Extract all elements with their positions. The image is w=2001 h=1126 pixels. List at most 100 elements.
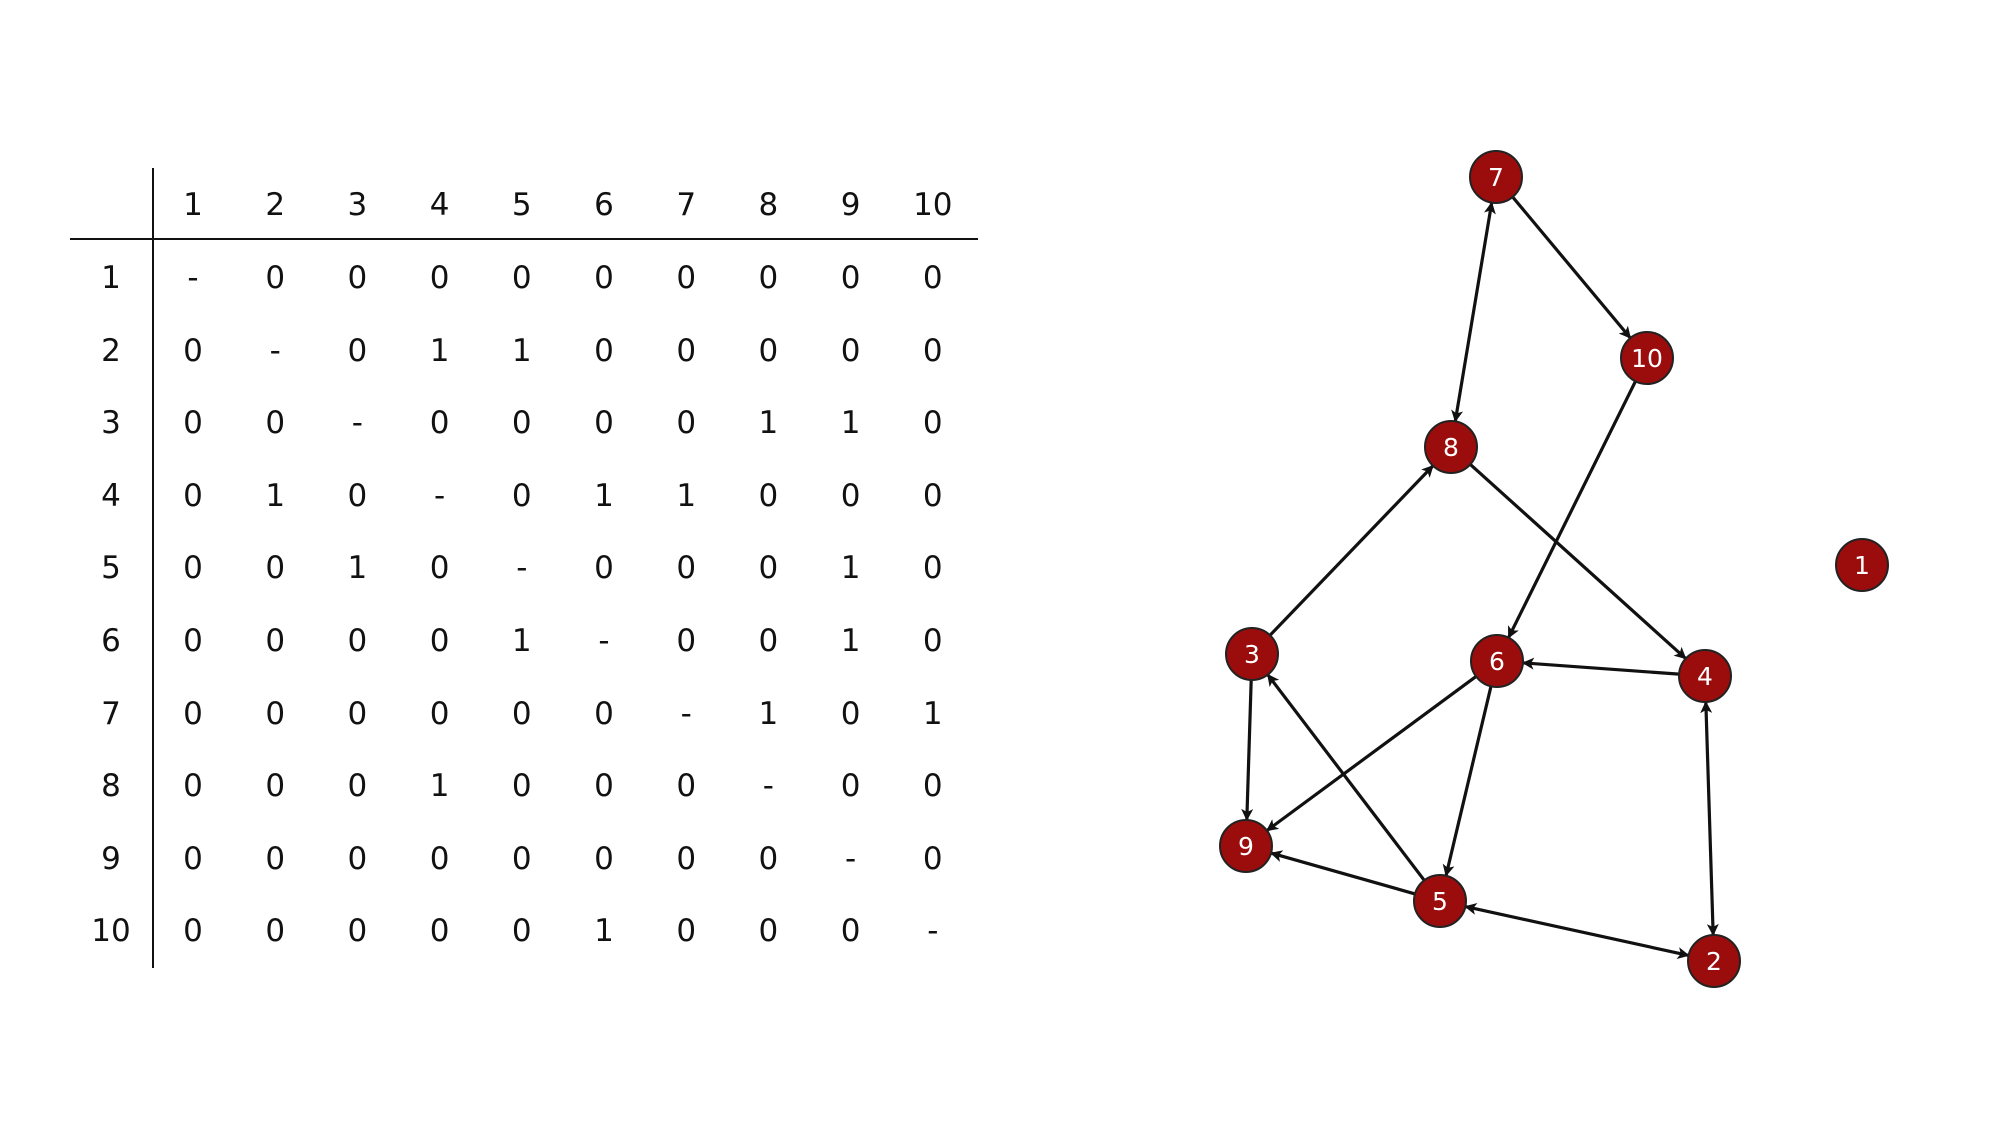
matrix-cell: 0 — [347, 623, 368, 659]
matrix-cell: 1 — [840, 405, 861, 442]
row-label: 7 — [101, 695, 121, 732]
node-label: 6 — [1489, 647, 1505, 676]
column-header: 5 — [511, 187, 532, 223]
matrix-cell: 0 — [511, 695, 532, 732]
matrix-cell: 0 — [347, 332, 368, 369]
row-label: 8 — [101, 768, 121, 805]
matrix-cell: 0 — [758, 477, 779, 514]
matrix-cell: 0 — [511, 405, 532, 442]
matrix-cell: 0 — [429, 405, 450, 442]
matrix-cell: 0 — [758, 550, 779, 587]
edge-6-5 — [1442, 685, 1493, 877]
matrix-cell: 0 — [840, 913, 861, 950]
node-9: 9 — [1219, 819, 1273, 873]
edge-8-4 — [1469, 463, 1687, 660]
matrix-cell: - — [845, 840, 857, 877]
edge-3-9 — [1241, 679, 1254, 822]
matrix-cell: 0 — [594, 695, 614, 732]
matrix-cell: 1 — [511, 332, 532, 369]
matrix-cell: 0 — [183, 913, 203, 950]
matrix-cell: 0 — [840, 332, 861, 369]
matrix-cell: 0 — [594, 260, 614, 296]
node-6: 6 — [1470, 634, 1524, 688]
matrix-cell: 0 — [758, 623, 779, 659]
node-7: 7 — [1469, 150, 1523, 204]
row-label-rule — [152, 168, 154, 968]
matrix-cell: 0 — [922, 405, 943, 442]
node-circle — [1470, 634, 1524, 688]
node-circle — [1219, 819, 1273, 873]
node-circle — [1413, 874, 1467, 928]
matrix-cell: 0 — [758, 260, 779, 296]
matrix-cell: 0 — [922, 477, 943, 514]
matrix-cell: 0 — [265, 623, 286, 659]
matrix-cell: 1 — [922, 695, 943, 732]
matrix-cell: 0 — [840, 768, 861, 805]
header-rule — [70, 238, 978, 240]
node-4: 4 — [1678, 649, 1732, 703]
matrix-cell: 0 — [183, 623, 203, 659]
matrix-cell: 0 — [922, 550, 943, 587]
matrix-cell: 0 — [676, 332, 697, 369]
matrix-cell: 1 — [511, 623, 532, 659]
matrix-cell: - — [598, 623, 610, 659]
matrix-cell: 0 — [511, 260, 532, 296]
matrix-cell: 0 — [676, 550, 697, 587]
node-label: 10 — [1631, 344, 1663, 373]
node-5: 5 — [1413, 874, 1467, 928]
matrix-cell: 0 — [429, 550, 450, 587]
node-label: 2 — [1706, 947, 1722, 976]
matrix-cell: 0 — [265, 405, 286, 442]
row-label: 6 — [101, 623, 121, 659]
matrix-cell: - — [516, 550, 528, 587]
node-label: 4 — [1697, 662, 1713, 691]
node-label: 1 — [1854, 551, 1870, 580]
node-label: 5 — [1432, 887, 1448, 916]
matrix-cell: 0 — [265, 695, 286, 732]
matrix-cell: 0 — [594, 405, 614, 442]
node-label: 7 — [1488, 163, 1504, 192]
matrix-cell: 0 — [594, 840, 614, 877]
graph-edges — [1241, 195, 1719, 959]
matrix-cell: 0 — [183, 332, 203, 369]
matrix-cell: 0 — [265, 913, 286, 950]
matrix-cell: 0 — [429, 260, 450, 296]
matrix-cell: 0 — [183, 550, 203, 587]
matrix-cell: 0 — [347, 477, 368, 514]
edge-5-2 — [1464, 903, 1690, 959]
matrix-cell: 0 — [183, 768, 203, 805]
row-label: 3 — [101, 405, 121, 442]
edge-7-8 — [1451, 201, 1496, 423]
matrix-cell: 1 — [594, 477, 614, 514]
node-circle — [1620, 331, 1674, 385]
matrix-cell: 1 — [840, 623, 861, 659]
matrix-cell: 0 — [265, 260, 286, 296]
node-1: 1 — [1835, 538, 1889, 592]
edge-3-8 — [1268, 464, 1435, 637]
matrix-cell: 0 — [183, 695, 203, 732]
matrix-cell: 0 — [347, 768, 368, 805]
matrix-cell: 0 — [676, 913, 697, 950]
matrix-cell: 0 — [758, 840, 779, 877]
matrix-cell: 0 — [922, 260, 943, 296]
edge-4-6 — [1521, 657, 1680, 676]
node-circle — [1678, 649, 1732, 703]
node-label: 8 — [1443, 433, 1459, 462]
matrix-cell: 0 — [265, 840, 286, 877]
matrix-cell: - — [187, 260, 199, 296]
node-circle — [1469, 150, 1523, 204]
matrix-cell: 0 — [183, 840, 203, 877]
matrix-cell: 0 — [594, 332, 614, 369]
matrix-cell: 0 — [511, 768, 532, 805]
edge-4-2 — [1700, 700, 1719, 937]
matrix-cell: 1 — [429, 768, 450, 805]
column-header: 1 — [183, 187, 203, 223]
matrix-cell: 0 — [676, 405, 697, 442]
matrix-cell: 1 — [840, 550, 861, 587]
node-8: 8 — [1424, 420, 1478, 474]
matrix-cell: 0 — [429, 695, 450, 732]
row-label: 10 — [91, 913, 131, 950]
